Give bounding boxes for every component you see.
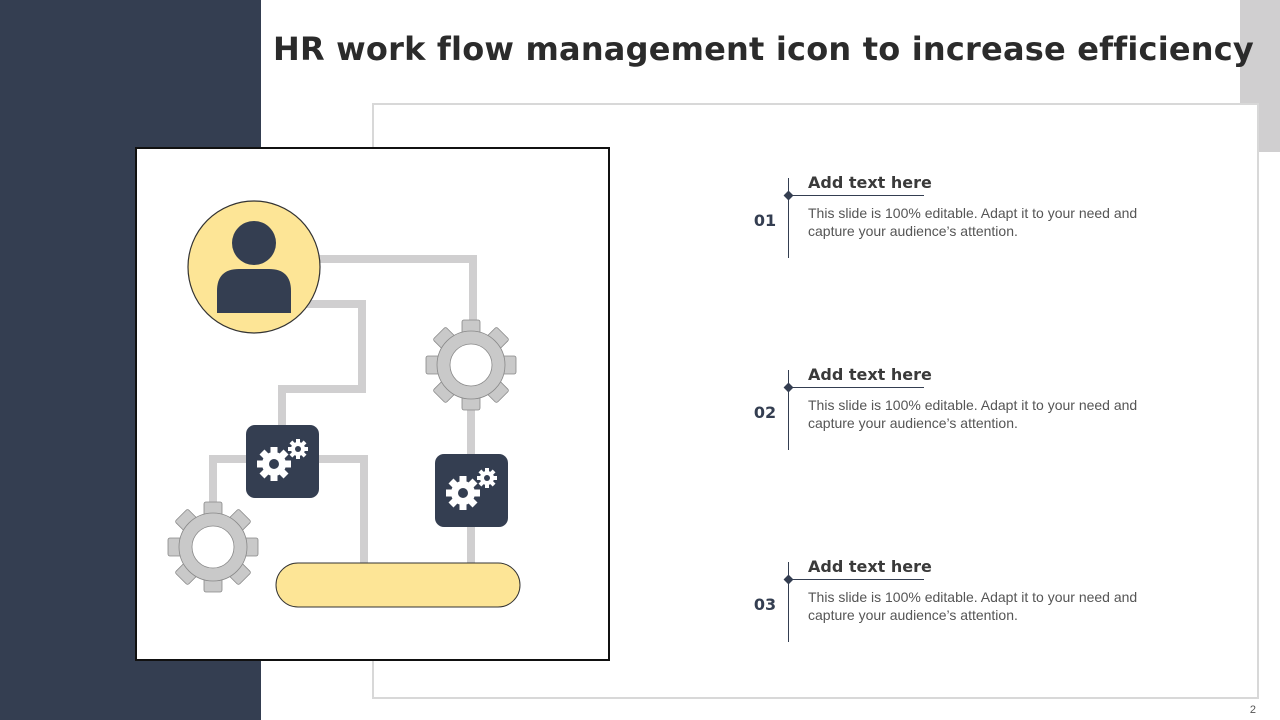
user-icon <box>187 200 321 334</box>
item-heading: Add text here <box>808 557 932 576</box>
list-item-01: 01 Add text here This slide is 100% edit… <box>748 173 1188 258</box>
item-body: This slide is 100% editable. Adapt it to… <box>808 205 1138 239</box>
connector-lines <box>209 255 477 567</box>
timeline-marker <box>783 190 794 201</box>
workflow-illustration <box>135 147 610 661</box>
item-heading: Add text here <box>808 365 932 384</box>
timeline-line <box>788 178 789 258</box>
gear-icon <box>167 501 259 593</box>
item-number: 03 <box>753 595 777 614</box>
workflow-icon-graphic <box>167 200 521 608</box>
page-number: 2 <box>1249 704 1256 716</box>
bar-shape <box>275 562 521 608</box>
timeline-marker <box>783 382 794 393</box>
slide-title: HR work flow management icon to increase… <box>273 30 1254 68</box>
list-item-03: 03 Add text here This slide is 100% edit… <box>748 557 1188 642</box>
heading-underline <box>788 579 924 580</box>
timeline-line <box>788 370 789 450</box>
item-number: 02 <box>753 403 777 422</box>
item-body: This slide is 100% editable. Adapt it to… <box>808 589 1138 623</box>
item-body: This slide is 100% editable. Adapt it to… <box>808 397 1138 431</box>
gear-icon <box>425 319 517 411</box>
heading-underline <box>788 195 924 196</box>
item-number: 01 <box>753 211 777 230</box>
list-item-02: 02 Add text here This slide is 100% edit… <box>748 365 1188 450</box>
timeline-line <box>788 562 789 642</box>
gears-icon <box>435 454 508 527</box>
heading-underline <box>788 387 924 388</box>
gears-icon <box>246 425 319 498</box>
timeline-marker <box>783 574 794 585</box>
item-heading: Add text here <box>808 173 932 192</box>
